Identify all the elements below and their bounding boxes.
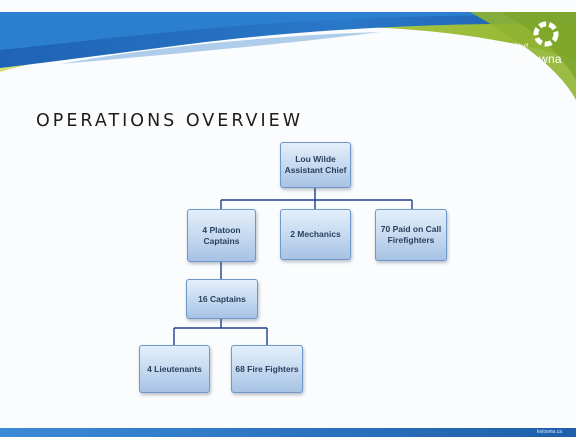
- node-platoon-captains: 4 Platoon Captains: [187, 209, 256, 262]
- node-fire-fighters: 68 Fire Fighters: [231, 345, 303, 393]
- node-mechanics: 2 Mechanics: [280, 209, 351, 260]
- logo-city-text: City of: [514, 43, 529, 49]
- sun-logo-icon: [533, 21, 559, 47]
- footer-bar: [0, 428, 576, 437]
- node-captains: 16 Captains: [186, 279, 258, 319]
- header-swoosh: [0, 0, 576, 100]
- kelowna-logo: City of Kelowna: [508, 18, 568, 76]
- footer-text: kelowna.ca: [536, 429, 562, 435]
- node-assistant-chief: Lou Wilde Assistant Chief: [280, 142, 351, 188]
- node-paid-on-call: 70 Paid on Call Firefighters: [375, 209, 447, 261]
- node-lieutenants: 4 Lieutenants: [139, 345, 210, 393]
- slide-title: OPERATIONS OVERVIEW: [36, 111, 304, 131]
- logo-word: Kelowna: [514, 52, 562, 66]
